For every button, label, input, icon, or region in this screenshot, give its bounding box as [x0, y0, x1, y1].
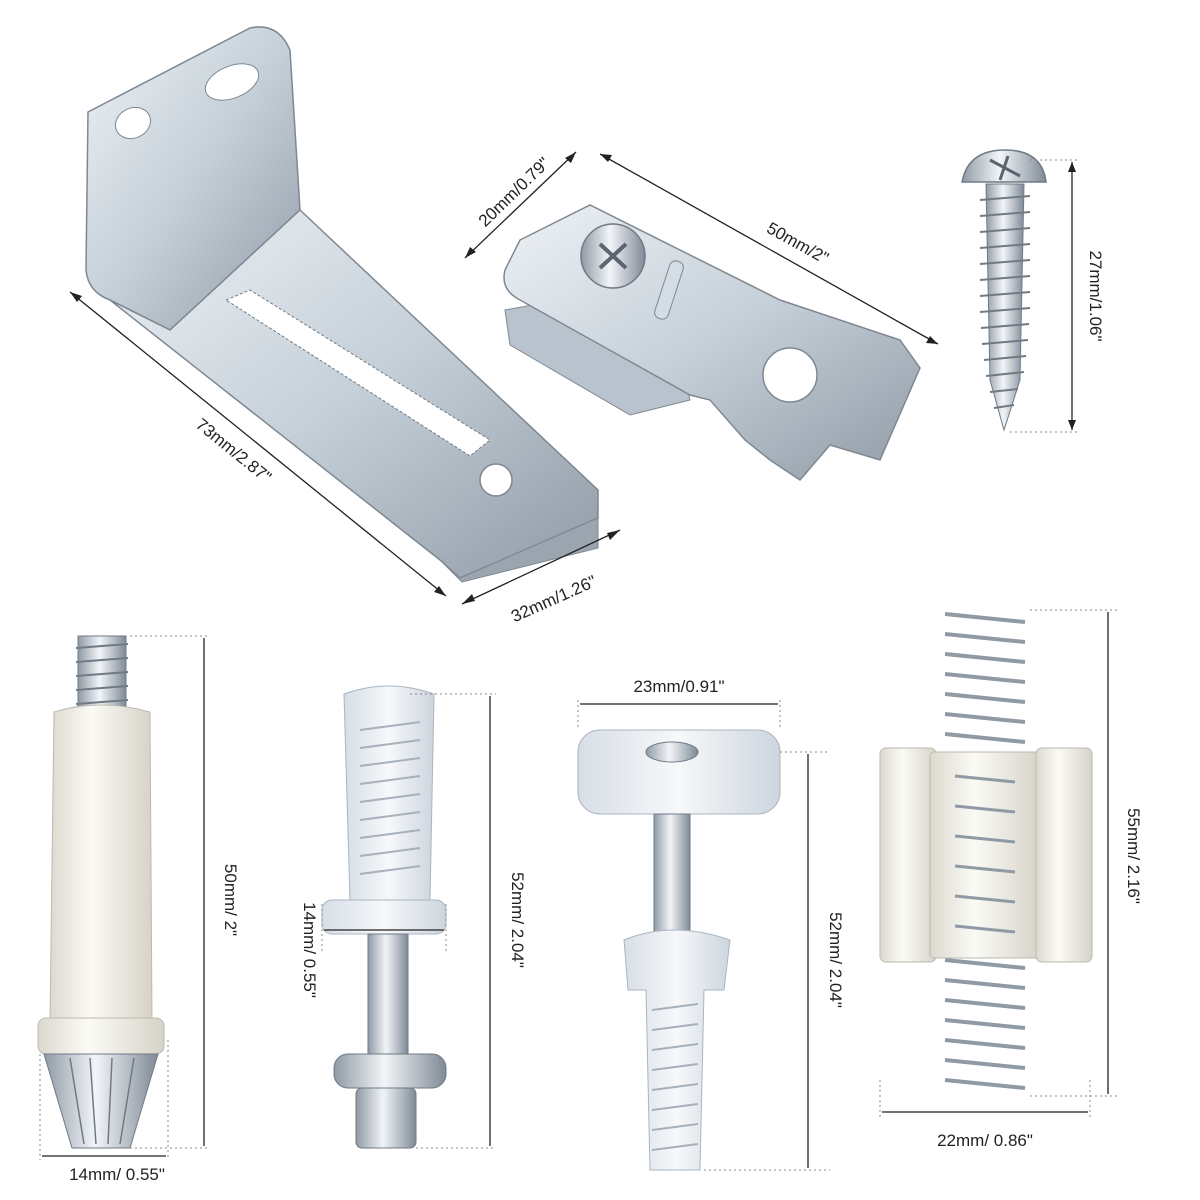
- guide-clear-sleeve: [343, 685, 435, 901]
- bracket-hole: [479, 463, 513, 497]
- arrowhead: [600, 154, 612, 162]
- spring-nylon-block-center: [929, 751, 1041, 959]
- pivot-pin: [37, 635, 165, 1149]
- arrowhead: [926, 336, 938, 344]
- pin-serrated-tip: [43, 1053, 159, 1149]
- spring-nylon-block-right: [1035, 747, 1093, 963]
- pin-tip-ridges: [69, 1057, 135, 1145]
- guide-washer: [333, 1053, 447, 1089]
- guide-diameter-label: 14mm/ 0.55": [300, 902, 319, 998]
- dimension-line: [599, 153, 939, 345]
- dimension-line: [461, 529, 621, 605]
- bracket-width-label: 32mm/1.26": [508, 572, 599, 626]
- dimension-line: [69, 291, 447, 597]
- bracket-hole: [204, 63, 260, 101]
- bracket-hole: [114, 106, 152, 140]
- cap-diameter-label: 23mm/0.91": [633, 677, 724, 696]
- screw-shank: [985, 183, 1025, 432]
- pin-collar: [37, 1017, 165, 1055]
- guide-length-label: 52mm/ 2.04": [508, 872, 527, 968]
- clip-width-label: 20mm/0.79": [475, 154, 554, 231]
- cap-center-screw: [645, 741, 699, 763]
- spring-nylon-block-left: [879, 747, 937, 963]
- guide-metal-shaft: [367, 933, 409, 1055]
- pivot-length-label: 50mm/ 2": [221, 864, 240, 936]
- guide-flange: [321, 899, 447, 935]
- arrowhead: [462, 594, 475, 604]
- pin-threads: [75, 643, 129, 705]
- arrowhead: [434, 586, 446, 596]
- arrowhead: [1068, 162, 1076, 172]
- dimension-line: [464, 151, 577, 259]
- coil-spring-visible: [954, 774, 1016, 934]
- cap-inner-spring: [651, 1003, 699, 1151]
- screw: [961, 149, 1047, 432]
- clip-hole: [762, 347, 818, 403]
- pivot-diameter-label: 14mm/ 0.55": [69, 1165, 165, 1184]
- phillips-cross: [598, 242, 628, 270]
- cap-metal-shaft: [653, 813, 691, 945]
- spring-width-label: 22mm/ 0.86": [937, 1131, 1033, 1150]
- arrowhead: [1068, 420, 1076, 430]
- cap-pin-length-label: 52mm/ 2.04": [826, 912, 845, 1008]
- cap-clear-sleeve: [623, 929, 731, 1171]
- spring-length-label: 55mm/ 2.16": [1124, 808, 1143, 904]
- spring-pin: [879, 612, 1093, 1090]
- clip-length-label: 50mm/2": [764, 219, 832, 268]
- arrowhead: [70, 292, 82, 302]
- arrowhead: [607, 530, 620, 540]
- clip-slot: [654, 260, 684, 320]
- bracket-serrated-slot: [224, 289, 491, 457]
- pin-nylon-body: [49, 704, 153, 1021]
- guide-shaft-tip: [355, 1087, 417, 1149]
- cap-pin: [577, 729, 781, 1171]
- arrowhead: [565, 152, 576, 163]
- l-bracket: [85, 26, 599, 583]
- guide-inner-spring: [359, 721, 421, 875]
- arrowhead: [465, 247, 476, 258]
- top-clip: [503, 204, 921, 481]
- bracket-edge: [439, 517, 599, 583]
- screw-length-label: 27mm/1.06": [1086, 250, 1105, 341]
- screw-threads: [979, 195, 1031, 409]
- bracket-length-label: 73mm/2.87": [192, 415, 275, 487]
- phillips-cross: [989, 155, 1021, 181]
- guide-pin: [321, 685, 447, 1149]
